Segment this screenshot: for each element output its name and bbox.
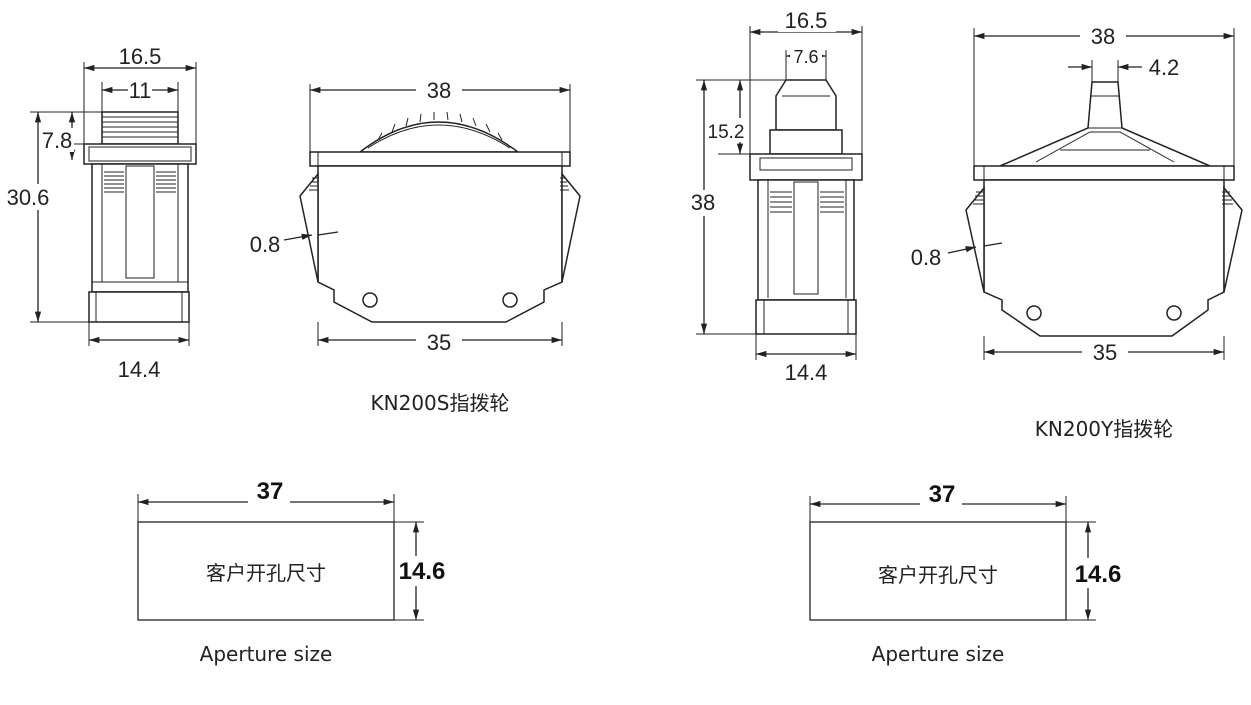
kn200y-front-dim-knob-width: 4.2: [1149, 55, 1180, 80]
kn200y-front-dim-width-top: 38: [1091, 24, 1115, 49]
kn200s-front-dim-thickness: 0.8: [250, 232, 281, 257]
kn200s-front-dim-width-bottom: 35: [427, 330, 451, 355]
aperture-left: [137, 494, 424, 621]
kn200s-front-view: [299, 111, 581, 323]
kn200y-dim-cap-height: 15.2: [708, 122, 745, 143]
aperture-left-label-cn: 客户开孔尺寸: [206, 561, 326, 585]
aperture-left-label-en: Aperture size: [200, 642, 333, 666]
kn200y-side-view: [749, 79, 863, 335]
kn200y-dim-width-bottom: 14.4: [785, 360, 828, 385]
aperture-left-outline: [137, 521, 395, 621]
kn200s-side-dimensions: [30, 62, 197, 346]
aperture-left-height: 14.6: [399, 558, 446, 585]
kn200y-dim-inner-width: 7.6: [793, 47, 818, 67]
kn200s-caption: KN200S指拨轮: [371, 391, 510, 415]
kn200s-dim-width-top: 16.5: [119, 44, 162, 69]
kn200y-front-dim-width-bottom: 35: [1093, 340, 1117, 365]
kn200y-caption: KN200Y指拨轮: [1035, 417, 1173, 441]
aperture-right-height: 14.6: [1075, 561, 1122, 588]
kn200y-dim-total-height: 38: [691, 190, 715, 215]
kn200s-side-view: [83, 111, 197, 323]
aperture-right-outline: [809, 521, 1067, 621]
kn200s-dim-width-bottom: 14.4: [118, 357, 161, 382]
aperture-right: [809, 496, 1096, 621]
aperture-right-label-cn: 客户开孔尺寸: [878, 563, 998, 587]
kn200y-front-view: [965, 81, 1243, 337]
kn200y-front-dim-thickness: 0.8: [911, 245, 942, 270]
kn200y-dim-width-top: 16.5: [785, 8, 828, 33]
kn200s-dim-total-height: 30.6: [7, 185, 50, 210]
kn200s-front-dim-width-top: 38: [427, 78, 451, 103]
aperture-right-label-en: Aperture size: [872, 642, 1005, 666]
kn200s-dim-cap-height: 7.8: [42, 128, 73, 153]
kn200s-dim-inner-width: 11: [129, 78, 152, 103]
aperture-right-width: 37: [929, 481, 956, 508]
aperture-left-width: 37: [257, 478, 284, 505]
